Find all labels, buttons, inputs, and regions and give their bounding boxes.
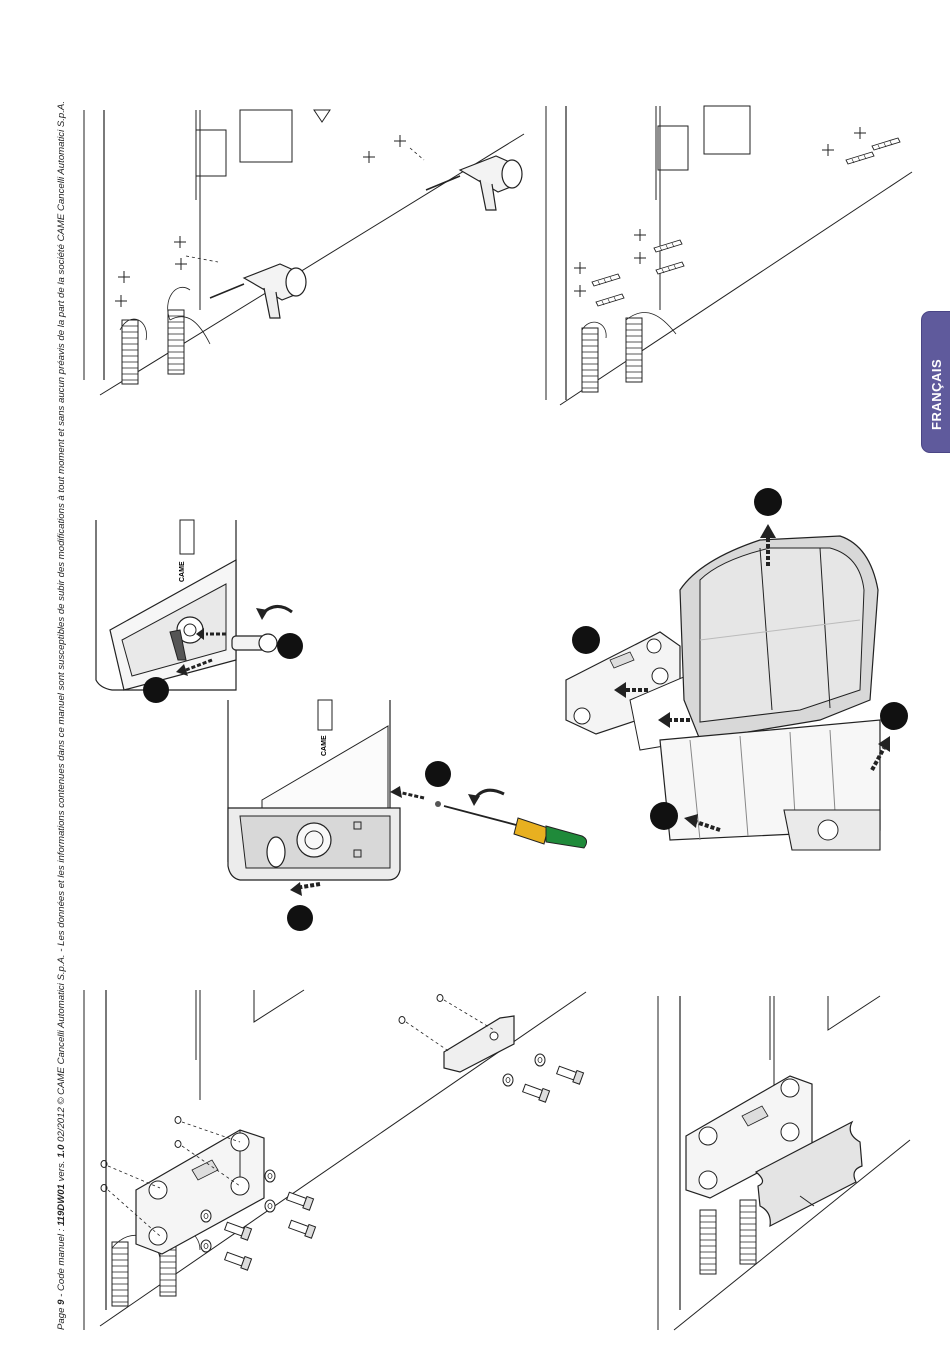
wall-drilling-figure — [84, 110, 524, 395]
step-marker — [425, 761, 451, 787]
step-marker — [754, 488, 782, 516]
key-release-figure: CAME — [96, 520, 303, 703]
wall-plug-icon — [592, 138, 900, 306]
rotate-arrow-icon — [468, 790, 504, 806]
bolt-icon — [224, 1064, 584, 1270]
key-icon — [232, 634, 277, 652]
wall-plugs-figure — [546, 106, 912, 405]
step-marker — [277, 633, 303, 659]
screwdriver-icon — [444, 806, 587, 848]
step-marker — [880, 702, 908, 730]
step-marker — [143, 677, 169, 703]
step-marker — [572, 626, 600, 654]
bracket-mounting-figure — [84, 990, 586, 1330]
drill-icon — [426, 156, 522, 210]
drill-icon — [210, 264, 306, 318]
came-logo: CAME — [179, 561, 186, 582]
cover-removal-figure: CAME — [228, 700, 587, 931]
motor-cover-figure — [566, 488, 908, 850]
rotate-arrow-icon — [256, 606, 292, 620]
came-logo: CAME — [321, 735, 328, 756]
bracket-plate-figure — [658, 996, 910, 1330]
step-marker — [287, 905, 313, 931]
step-marker — [650, 802, 678, 830]
